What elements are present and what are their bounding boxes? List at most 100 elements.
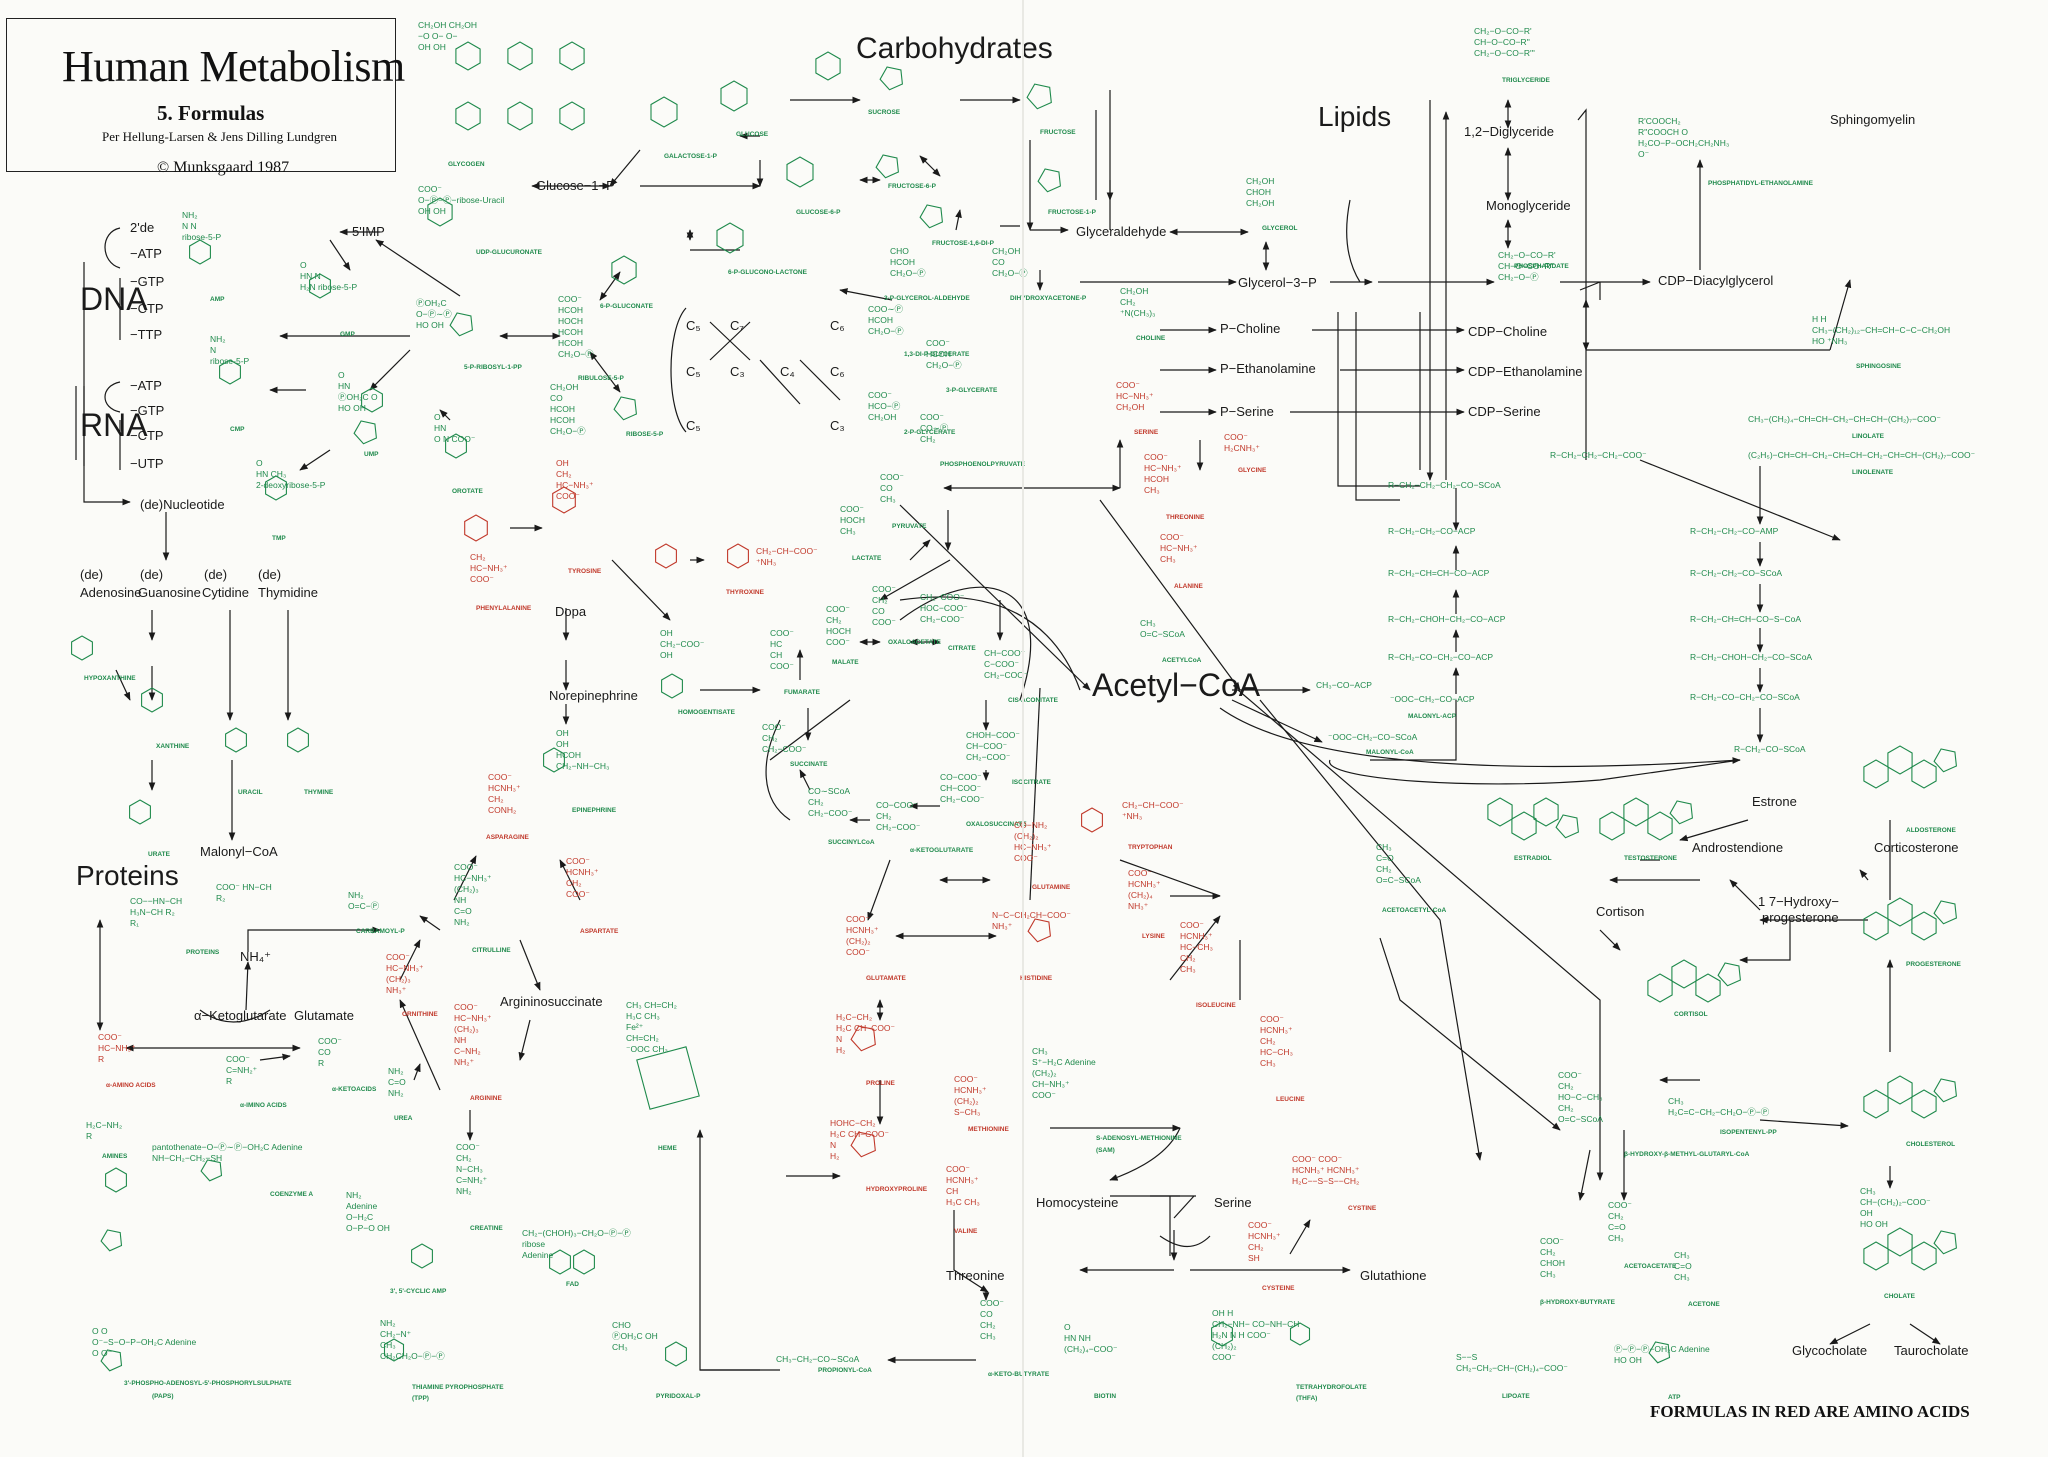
formula-line-f-hmg: COO⁻: [1558, 1070, 1582, 1080]
formula-line-f-cysteine: CH₂: [1248, 1242, 1264, 1252]
formula-line-f-arginine: (CH₂)₃: [454, 1024, 479, 1034]
formula-line-f-coa: NH−CH₂−CH₂−SH: [152, 1153, 222, 1163]
formula-line-f-thfa: (CH₂)₂: [1212, 1341, 1237, 1351]
formula-line-f-epinephrine: HCOH: [556, 750, 581, 760]
compound-name-13-di-p-glycerate: 1,3-DI-P-GLYCERATE: [904, 351, 970, 358]
formula-line-f-cyclic-amp: NH₂: [346, 1190, 362, 1200]
steroid-ring: [1933, 1230, 1957, 1255]
chart-subtitle: 5. Formulas: [157, 101, 265, 125]
steroid-ring: [1911, 911, 1937, 941]
formula-line-f-dhap: CH₂O−Ⓟ: [992, 268, 1028, 278]
formula-line-f-epinephrine: CH₂−NH−CH₃: [556, 761, 610, 771]
label-glutathione: Glutathione: [1360, 1268, 1427, 1283]
label-taurocholate: Taurocholate: [1894, 1343, 1968, 1358]
formula-line-f-phe: HC−NH₃⁺: [470, 563, 508, 573]
formula-line-f-proteins-2: COO⁻ HN−CH: [216, 882, 272, 892]
compound-name-histidine: HISTIDINE: [1020, 975, 1053, 982]
steroid-ring: [1695, 973, 1721, 1003]
steroid-ring: [1487, 797, 1513, 827]
label-p-ethanolamine: P−Ethanolamine: [1220, 361, 1316, 376]
sugar-ring: [1026, 83, 1052, 110]
formula-line-f-leucine: CH₂: [1260, 1036, 1276, 1046]
section-title-dna: DNA: [80, 281, 148, 317]
formula-line-f-isocitrate: CH₂−COO⁻: [966, 752, 1011, 762]
steroid-ring: [1887, 897, 1913, 927]
label-norepinephrine: Norepinephrine: [549, 688, 638, 703]
formula-line-f-amino-acid: R: [98, 1054, 104, 1064]
steroid-ring: [1933, 900, 1957, 925]
formula-line-f-oxaloacetate: CO: [872, 606, 885, 616]
fatty-acid-loop: [1370, 700, 1457, 761]
formula-line-f-malonyl-coa: ⁻OOC−CH₂−CO−SCoA: [1328, 732, 1418, 742]
formula-line-f-serine: COO⁻: [1116, 380, 1140, 390]
formula-line-f-thfa: CH₂−NH− CO−NH−CH: [1212, 1319, 1299, 1329]
compound-name-arginine: ARGININE: [470, 1095, 502, 1102]
compound-name-oxaloacetate: OXALOACETATE: [888, 639, 942, 646]
formula-line-f-3pg: COO⁻: [926, 338, 950, 348]
formula-line-f-malate: CH₂: [826, 615, 842, 625]
pathway-arrow: [899, 504, 1091, 691]
proline-ring: [850, 1025, 876, 1052]
compound-name-acetone: ACETONE: [1688, 1301, 1720, 1308]
formula-line-f-cysteine: HCNH₃⁺: [1248, 1231, 1281, 1241]
formula-line-f-biotin: O: [1064, 1322, 1071, 1332]
formula-line-f-aspartate: COO⁻: [566, 856, 590, 866]
formula-line-f-fumarate: COO⁻: [770, 661, 794, 671]
formula-line-f-acetoacetyl: O=C−SCoA: [1376, 875, 1421, 885]
pathway-arrow: [1909, 1323, 1941, 1345]
formula-line-f-alanine: CH₃: [1160, 554, 1176, 564]
pathway-arrow: [867, 859, 891, 921]
formula-line-f-creatine: NH₂: [456, 1186, 472, 1196]
formula-line-f-cholate: CH₃: [1860, 1186, 1876, 1196]
formula-line-f-2pg: HCO−Ⓟ: [868, 401, 901, 411]
formula-line-f-citrulline: COO⁻: [454, 862, 478, 872]
authors: Per Hellung-Larsen & Jens Dilling Lundgr…: [102, 129, 338, 144]
sugar-ring: [507, 41, 533, 71]
steroid-ring: [1511, 811, 1537, 841]
dna-brace: [104, 227, 121, 340]
compound-name-citrate: CITRATE: [948, 645, 976, 652]
compound-name-fructose-1-p: FRUCTOSE-1-P: [1048, 209, 1097, 216]
formula-line-f-carbamoyl: NH₂: [348, 890, 364, 900]
compound-name-aldosterone: ALDOSTERONE: [1906, 827, 1957, 834]
label-hydroxyprogesterone-2: progesterone: [1762, 910, 1839, 925]
compound-name-uracil: URACIL: [238, 789, 263, 796]
steroid-ring: [1887, 1075, 1913, 1105]
formula-line-f-cyclic-amp: Adenine: [346, 1201, 377, 1211]
formula-line-f-leucine: CH₃: [1260, 1058, 1276, 1068]
formula-line-f-succinate: COO⁻: [762, 722, 786, 732]
compound-name-glycerol: GLYCEROL: [1262, 225, 1298, 232]
formula-line-f-sam: (CH₂)₂: [1032, 1068, 1057, 1078]
pathway-arrow: [1259, 699, 1483, 1161]
base-ring: [189, 239, 211, 265]
compound-name-phosphoenolpyruvate: PHOSPHOENOLPYRUVATE: [940, 461, 1026, 468]
formula-line-f-citrulline: C=O: [454, 906, 472, 916]
compound-name-isocitrate: ISOCITRATE: [1012, 779, 1052, 786]
formula-line-f-asparagine: CH₂: [488, 794, 504, 804]
formula-line-f-amine: H₂C−NH₂: [86, 1120, 122, 1130]
steroid-ring: [1623, 797, 1649, 827]
sugar-ring: [879, 66, 903, 91]
pathway-arrow: [518, 1019, 531, 1061]
formula-line-f-ru5p: CH₂O−Ⓟ: [550, 426, 586, 436]
formula-line-f-hydroxyproline: HOHC−CH₂: [830, 1118, 876, 1128]
compound-name-phenylalanine: PHENYLALANINE: [476, 605, 532, 612]
pathway-arrow: [399, 939, 421, 981]
formula-line-f-succinyl: CH₂−COO⁻: [808, 808, 853, 818]
label-hydroxyprogesterone-1: 1 7−Hydroxy−: [1758, 894, 1839, 909]
formula-line-f-phosphatidate: CH−O−CO−R'': [1498, 261, 1554, 271]
compound-name-galactose-1-p: GALACTOSE-1-P: [664, 153, 718, 160]
formula-line-f-methionine: COO⁻: [954, 1074, 978, 1084]
compound-name-proteins-lbl: PROTEINS: [186, 949, 220, 956]
chart-title: Human Metabolism: [62, 42, 405, 91]
formula-line-f-citrulline: (CH₂)₃: [454, 884, 479, 894]
label-dna-atp: −ATP: [130, 246, 162, 261]
transketolase-lines: [709, 321, 841, 405]
page-fold: [1022, 0, 1024, 1457]
formula-line-f-cysteine: COO⁻: [1248, 1220, 1272, 1230]
compound-name-succinate: SUCCINATE: [790, 761, 828, 768]
formula-line-f-oxalosuccinate: CH₂−COO⁻: [940, 794, 985, 804]
formula-line-f-paps: O O: [92, 1326, 108, 1336]
steroid-ring: [1647, 973, 1673, 1003]
compound-name-ribose-5-p: RIBOSE-5-P: [626, 431, 664, 438]
